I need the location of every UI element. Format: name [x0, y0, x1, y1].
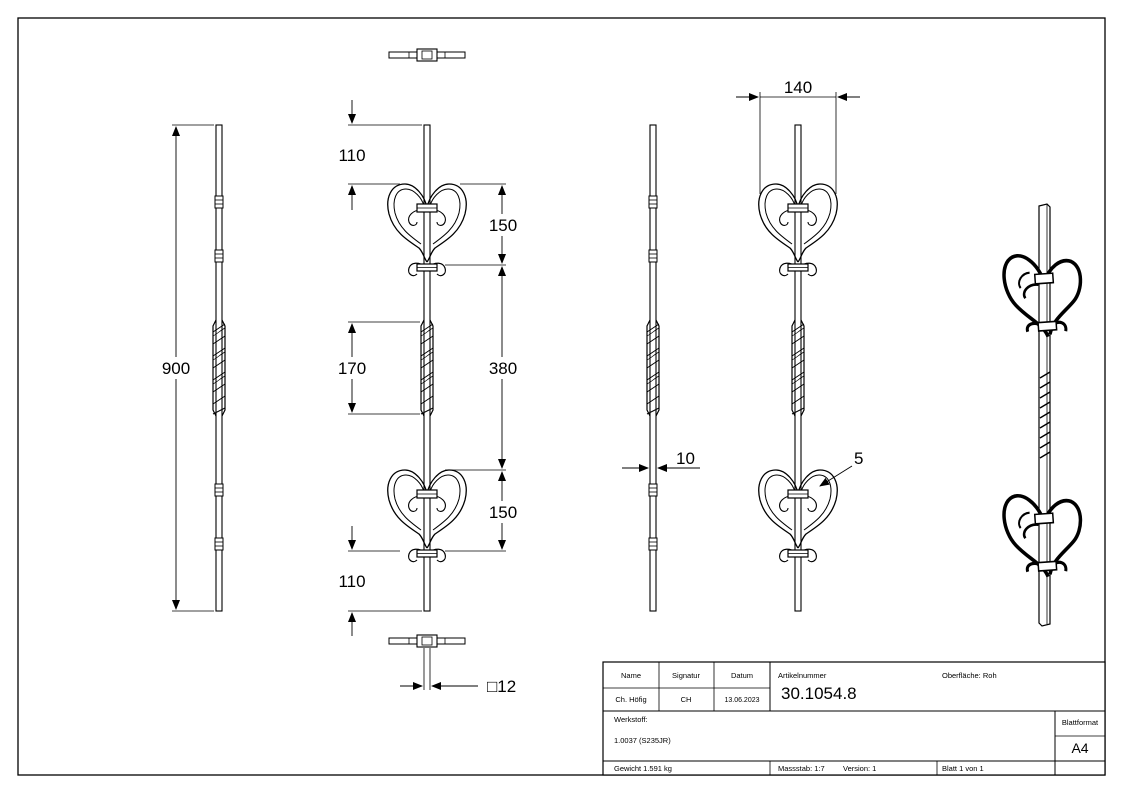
dim-scroll-spacing: 380 — [489, 359, 517, 378]
dim-top-offset: 110 — [338, 146, 365, 165]
front-view: 110 150 170 380 150 110 □12 — [336, 48, 521, 696]
artikelnummer-value: 30.1054.8 — [781, 684, 857, 703]
dim-scroll-height-bottom: 150 — [489, 503, 517, 522]
front-view-right: 140 5 — [736, 78, 863, 612]
title-block: Name Signatur Datum Ch. Höfig CH 13.06.2… — [602, 661, 1106, 776]
name-value: Ch. Höfig — [615, 695, 646, 704]
dim-total-height: 900 — [162, 359, 190, 378]
isometric-view — [1002, 203, 1083, 627]
artikelnummer-label: Artikelnummer — [778, 671, 827, 680]
werkstoff-label: Werkstoff: — [614, 715, 647, 724]
signatur-label: Signatur — [672, 671, 700, 680]
datum-label: Datum — [731, 671, 753, 680]
massstab-label: Massstab: 1:7 — [778, 764, 825, 773]
werkstoff-value: 1.0037 (S235JR) — [614, 736, 671, 745]
dim-bottom-offset: 110 — [338, 572, 365, 591]
side-view-left: 900 — [158, 124, 226, 612]
sheet-border — [17, 17, 1106, 776]
name-label: Name — [621, 671, 641, 680]
dim-twist-length: 170 — [338, 359, 366, 378]
blatt-label: Blatt 1 von 1 — [942, 764, 984, 773]
blattformat-label: Blattformat — [1062, 718, 1099, 727]
datum-value: 13.06.2023 — [724, 697, 759, 704]
gewicht-label: Gewicht 1.591 kg — [614, 764, 672, 773]
oberflaeche-label: Oberfläche: Roh — [942, 671, 997, 680]
dim-scroll-height-top: 150 — [489, 216, 517, 235]
version-label: Version: 1 — [843, 764, 876, 773]
dim-bar-thickness: 10 — [676, 449, 695, 468]
blattformat-value: A4 — [1071, 740, 1088, 756]
dim-width: 140 — [784, 78, 812, 97]
side-view-middle: 10 — [622, 124, 700, 612]
signatur-value: CH — [681, 695, 692, 704]
dim-scroll-radius: 5 — [854, 449, 863, 468]
dim-square-profile: □12 — [487, 677, 516, 696]
